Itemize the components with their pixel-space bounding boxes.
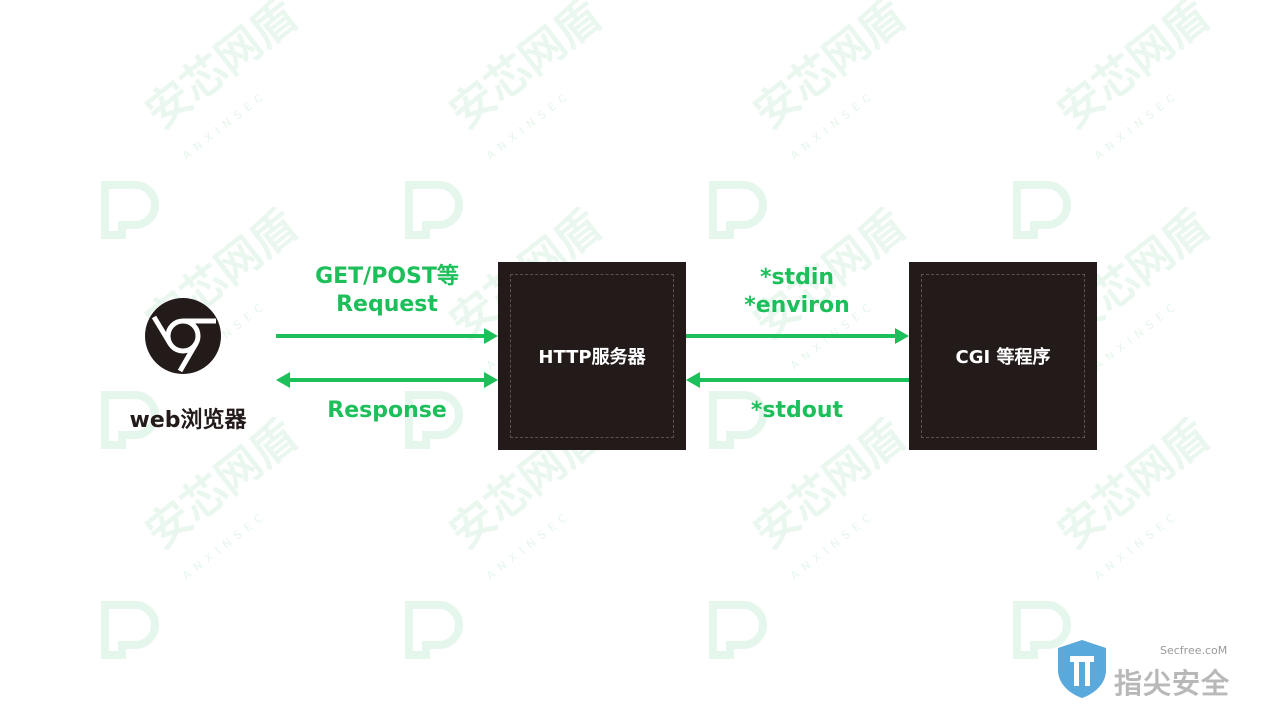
chrome-browser-icon (145, 298, 221, 374)
browser-label: web浏览器 (129, 408, 247, 433)
cgi-program-label: CGI 等程序 (955, 347, 1051, 368)
http-server-label: HTTP服务器 (538, 347, 646, 368)
stdin-environ-label: *stdin *environ (744, 265, 850, 318)
box-dashed-border (921, 274, 1085, 438)
corner-brand-text: 指尖安全 (1114, 667, 1231, 700)
response-label: Response (327, 398, 447, 423)
corner-site-text: Secfree.coM (1160, 644, 1228, 657)
box-dashed-border (510, 274, 674, 438)
cgi-program-box: CGI 等程序 (909, 262, 1097, 450)
stdin-arrow (686, 328, 909, 344)
response-arrow (276, 372, 498, 388)
request-arrow (276, 328, 498, 344)
request-label: GET/POST等 Request (315, 264, 459, 317)
stdout-arrow (686, 372, 909, 388)
shield-logo-icon (1058, 640, 1106, 698)
stdout-label: *stdout (750, 398, 844, 423)
http-server-box: HTTP服务器 (498, 262, 686, 450)
